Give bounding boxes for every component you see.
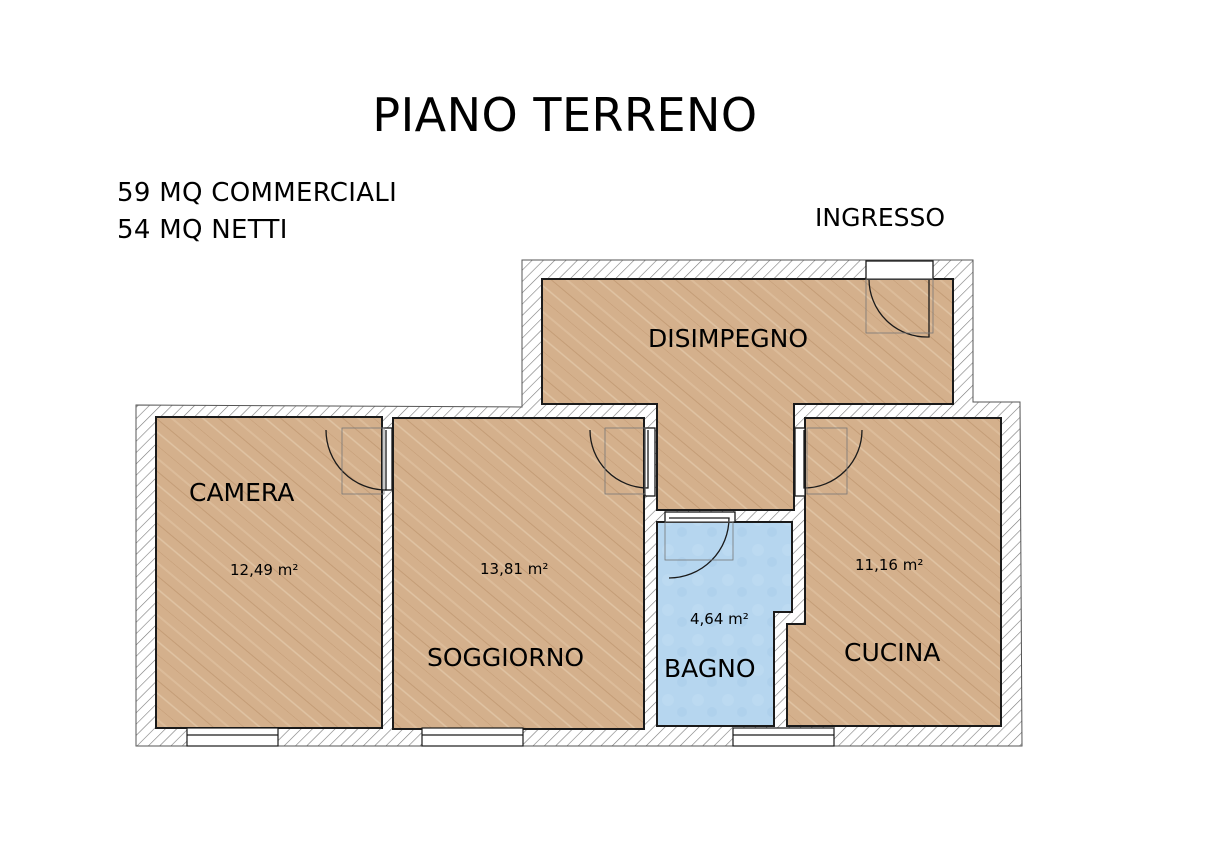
plan-title: PIANO TERRENO <box>372 88 758 142</box>
room-camera[interactable] <box>155 416 383 729</box>
room-cucina[interactable] <box>786 417 1002 727</box>
label-camera: CAMERA <box>189 478 294 507</box>
area-soggiorno: 13,81 m² <box>480 560 548 578</box>
window-cucina <box>732 727 835 747</box>
entrance-label: INGRESSO <box>815 203 946 232</box>
room-bagno[interactable] <box>656 521 793 727</box>
doors <box>325 260 934 579</box>
label-bagno: BAGNO <box>664 654 756 683</box>
label-cucina: CUCINA <box>844 638 940 667</box>
area-camera: 12,49 m² <box>230 561 298 579</box>
commercial-area: 59 MQ COMMERCIALI <box>117 178 398 208</box>
area-bagno: 4,64 m² <box>690 610 749 628</box>
label-soggiorno: SOGGIORNO <box>427 643 584 672</box>
door-entrance-swing <box>868 278 930 338</box>
area-cucina: 11,16 m² <box>855 556 923 574</box>
room-disimpegno[interactable] <box>541 278 954 511</box>
window-soggiorno <box>421 727 524 747</box>
window-camera <box>186 727 279 747</box>
windows <box>186 727 835 747</box>
label-disimpegno: DISIMPEGNO <box>648 324 808 353</box>
net-area: 54 MQ NETTI <box>117 215 288 245</box>
